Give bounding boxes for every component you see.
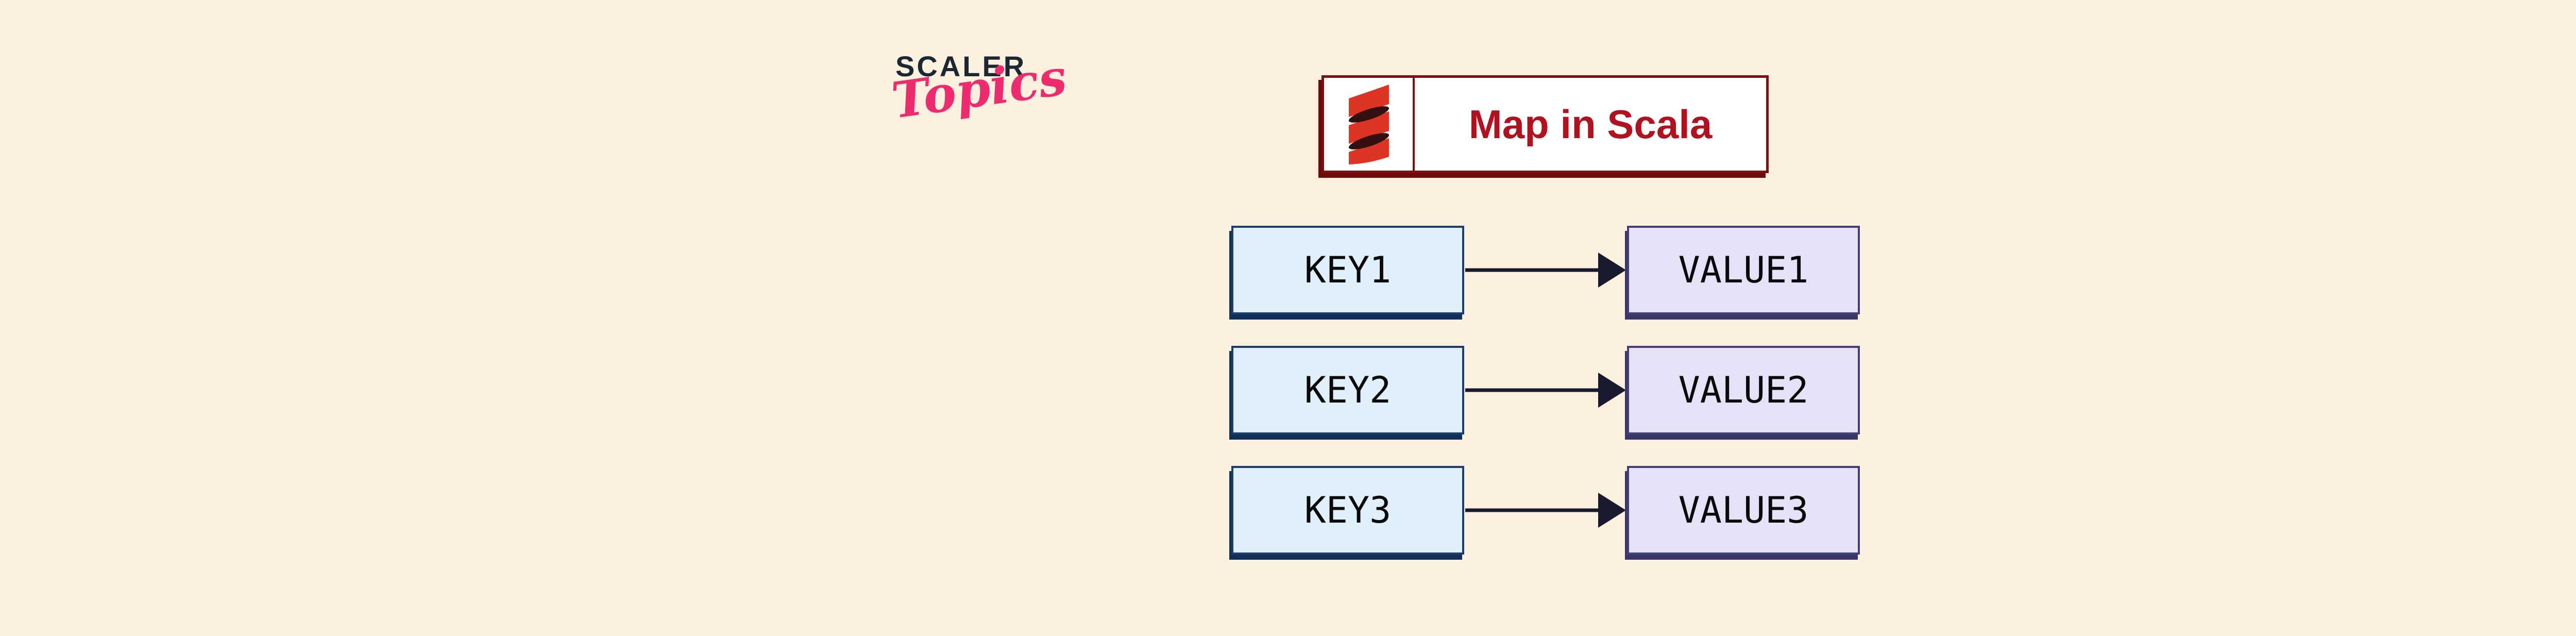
value-box: VALUE2 (1627, 346, 1860, 434)
map-pair-row: KEY2 VALUE2 (1231, 346, 1860, 434)
logo-scaler-text: SCALER (895, 50, 1027, 82)
page-title: Map in Scala (1468, 101, 1713, 147)
title-banner: Map in Scala (1321, 75, 1769, 173)
value-box: VALUE1 (1627, 226, 1860, 314)
scaler-topics-logo: SCALER Topics (888, 48, 1070, 173)
map-pair-row: KEY1 VALUE1 (1231, 226, 1860, 314)
title-icon-pane (1324, 78, 1415, 171)
value-label: VALUE2 (1678, 369, 1809, 411)
key-label: KEY2 (1304, 369, 1392, 411)
scala-logo-icon (1348, 85, 1389, 164)
arrow-icon (1465, 493, 1626, 528)
map-pair-row: KEY3 VALUE3 (1231, 466, 1860, 555)
key-label: KEY3 (1304, 489, 1392, 531)
key-box: KEY1 (1231, 226, 1464, 314)
key-label: KEY1 (1304, 249, 1392, 291)
value-box: VALUE3 (1627, 466, 1860, 555)
key-box: KEY2 (1231, 346, 1464, 434)
title-text-pane: Map in Scala (1415, 78, 1766, 171)
value-label: VALUE1 (1678, 249, 1809, 291)
arrow-icon (1465, 253, 1626, 288)
arrow-icon (1465, 373, 1626, 408)
value-label: VALUE3 (1678, 489, 1809, 531)
key-box: KEY3 (1231, 466, 1464, 555)
